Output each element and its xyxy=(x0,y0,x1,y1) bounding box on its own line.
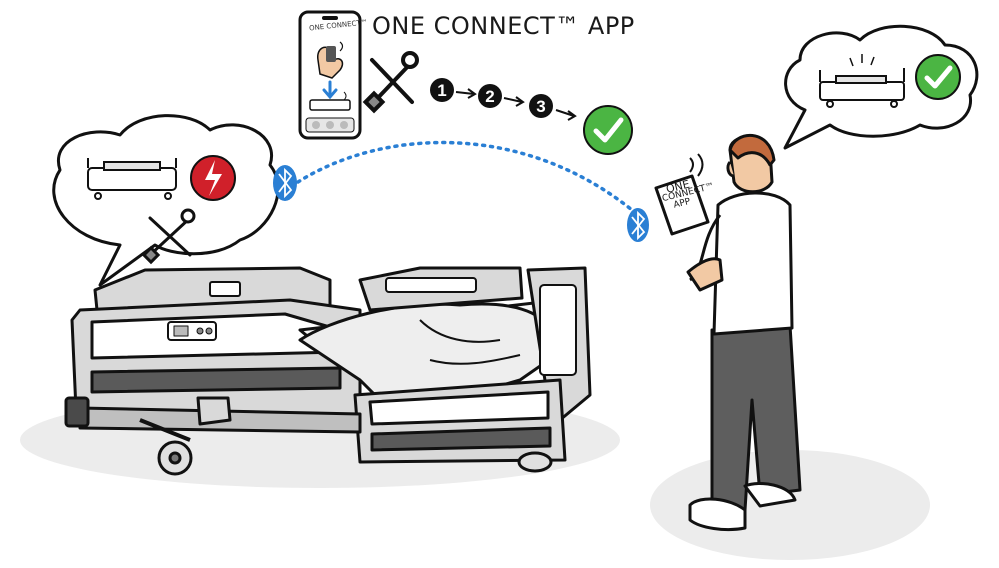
bed-wheel xyxy=(517,451,553,473)
bluetooth-icon xyxy=(627,208,649,242)
technician-person xyxy=(686,134,802,532)
bed-status-bubble xyxy=(52,114,280,287)
bed-ok-bubble xyxy=(783,24,979,150)
step-3-badge: 3 xyxy=(529,94,553,118)
mini-bed-icon xyxy=(819,54,905,108)
step-1-badge: 1 xyxy=(430,78,454,102)
tablet-device xyxy=(654,153,710,236)
bluetooth-icon xyxy=(273,165,297,201)
phone-illustration xyxy=(298,10,362,140)
step-sequence: 1 2 3 xyxy=(430,78,577,121)
check-circle-icon xyxy=(915,54,961,100)
wrench-screwdriver-icon xyxy=(362,51,419,114)
lightning-error-icon xyxy=(190,155,236,201)
step-2-badge: 2 xyxy=(478,84,502,108)
step-2-label: 2 xyxy=(485,87,494,106)
check-circle-icon xyxy=(583,105,633,155)
wrench-screwdriver-icon xyxy=(141,208,196,265)
step-1-label: 1 xyxy=(437,81,446,100)
app-title: ONE CONNECT™ APP xyxy=(372,12,635,40)
bluetooth-connection-line xyxy=(296,140,634,212)
mini-bed-icon xyxy=(87,158,177,200)
hospital-bed xyxy=(64,266,592,476)
step-3-label: 3 xyxy=(536,97,545,116)
